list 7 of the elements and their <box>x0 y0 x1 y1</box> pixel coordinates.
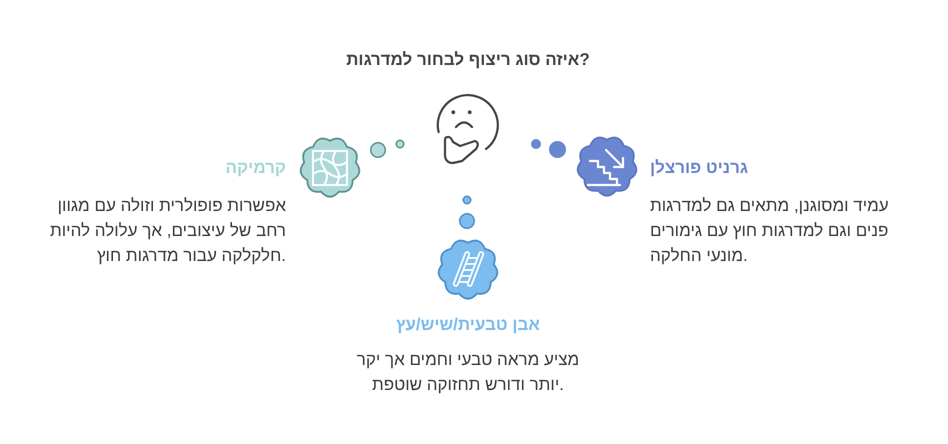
option-description: מציע מראה טבעי וחמים אך יקר יותר ודורש תחזוקה שוטפת. <box>356 349 580 396</box>
option-description: אפשרות פופולרית וזולה עם מגוון רחב של עיצובים, אך עלולה להיות חלקלקה עבור מדרגות חוץ. <box>49 195 286 267</box>
diagram-title: איזה סוג ריצוף לבחור למדרגות? <box>346 49 590 71</box>
option-description: עמיד ומסוגנן, מתאים גם למדרגות פנים וגם למדרגות חוץ עם גימורים מונעי החלקה. <box>650 195 890 267</box>
option-heading: קרמיקה <box>224 157 286 179</box>
option-heading: גרניט פורצלן <box>650 157 750 179</box>
option-heading: אבן טבעית/שיש/עץ <box>395 314 541 336</box>
